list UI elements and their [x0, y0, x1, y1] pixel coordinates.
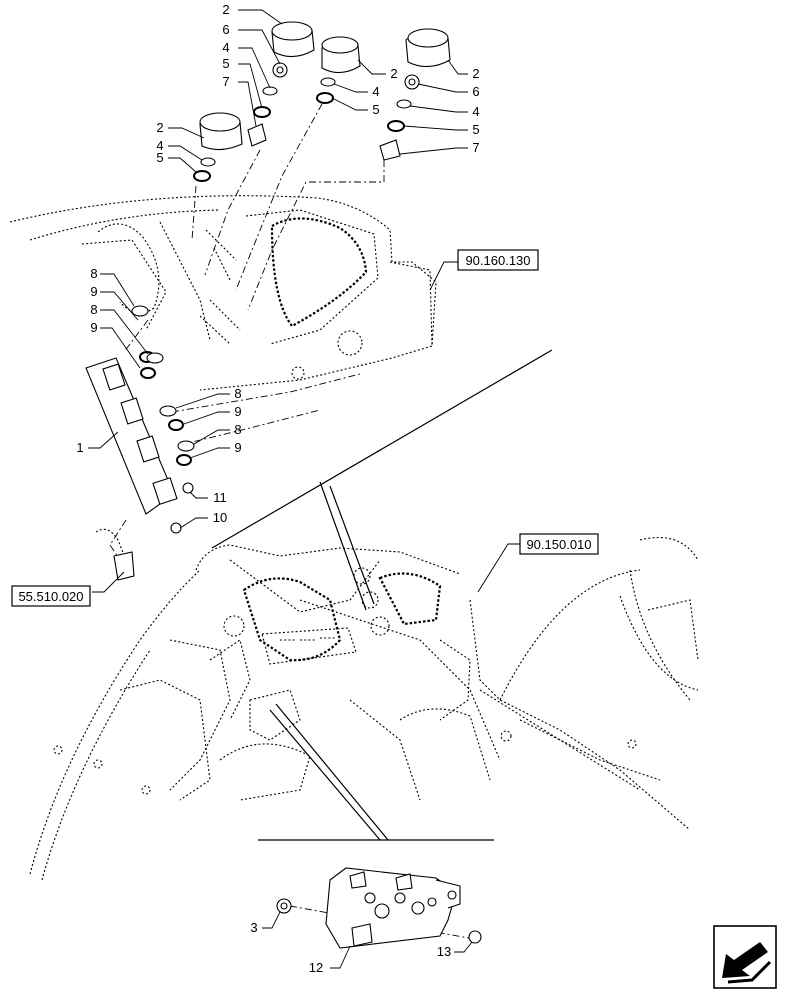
switch-panel: [85, 357, 194, 534]
upper-cab-panel: [9, 195, 437, 391]
callout-5-top: 5: [222, 56, 229, 71]
callout-10: 10: [213, 510, 227, 525]
callout-9-a: 9: [90, 284, 97, 299]
callout-leaders: [88, 9, 520, 969]
section-lines: [211, 349, 553, 841]
callout-4-right: 4: [472, 104, 479, 119]
callout-8-d: 8: [234, 422, 241, 437]
knob-assembly-left-lower: [193, 112, 243, 182]
callout-11: 11: [213, 490, 227, 505]
harness-connector: [95, 528, 135, 581]
callout-3: 3: [250, 920, 257, 935]
callout-8-b: 8: [90, 302, 97, 317]
callout-5-right: 5: [472, 122, 479, 137]
reference-box-90-160-130: 90.160.130: [457, 249, 539, 271]
cab-interior: [29, 536, 699, 881]
next-page-arrow-icon[interactable]: [713, 925, 777, 989]
knob-assembly-middle: [316, 36, 361, 104]
callout-9-d: 9: [234, 440, 241, 455]
callout-8-c: 8: [234, 386, 241, 401]
callout-9-b: 9: [90, 320, 97, 335]
reference-box-90-150-010: 90.150.010: [519, 533, 599, 555]
callout-6-top: 6: [222, 22, 229, 37]
reference-label-55-510-020: 55.510.020: [18, 589, 83, 604]
callout-2-left: 2: [156, 120, 163, 135]
callout-1: 1: [76, 440, 83, 455]
knob-assembly-right: [379, 28, 451, 161]
callout-5-middle: 5: [372, 102, 379, 117]
callout-6-right: 6: [472, 84, 479, 99]
callout-13: 13: [437, 944, 451, 959]
callout-4-left: 4: [156, 138, 163, 153]
control-module-detail: [276, 867, 482, 949]
reference-label-90-150-010: 90.150.010: [526, 537, 591, 552]
callout-7-right: 7: [472, 140, 479, 155]
callout-12: 12: [309, 960, 323, 975]
knob-assembly-left-upper: [247, 21, 315, 147]
callout-7-top: 7: [222, 74, 229, 89]
callout-2-middle: 2: [390, 66, 397, 81]
callout-4-top: 4: [222, 40, 229, 55]
callout-labels: 2 6 4 5 7 2 4 5 2 6 4 5 7 2 4 5 8 9 8 9 …: [76, 2, 479, 975]
reference-box-55-510-020: 55.510.020: [11, 585, 91, 607]
callout-4-middle: 4: [372, 84, 379, 99]
callout-8-a: 8: [90, 266, 97, 281]
callout-2-top: 2: [222, 2, 229, 17]
assembly-axis-lines: [109, 103, 481, 941]
callout-2-right: 2: [472, 66, 479, 81]
callout-5-left: 5: [156, 150, 163, 165]
callout-9-c: 9: [234, 404, 241, 419]
reference-label-90-160-130: 90.160.130: [465, 253, 530, 268]
